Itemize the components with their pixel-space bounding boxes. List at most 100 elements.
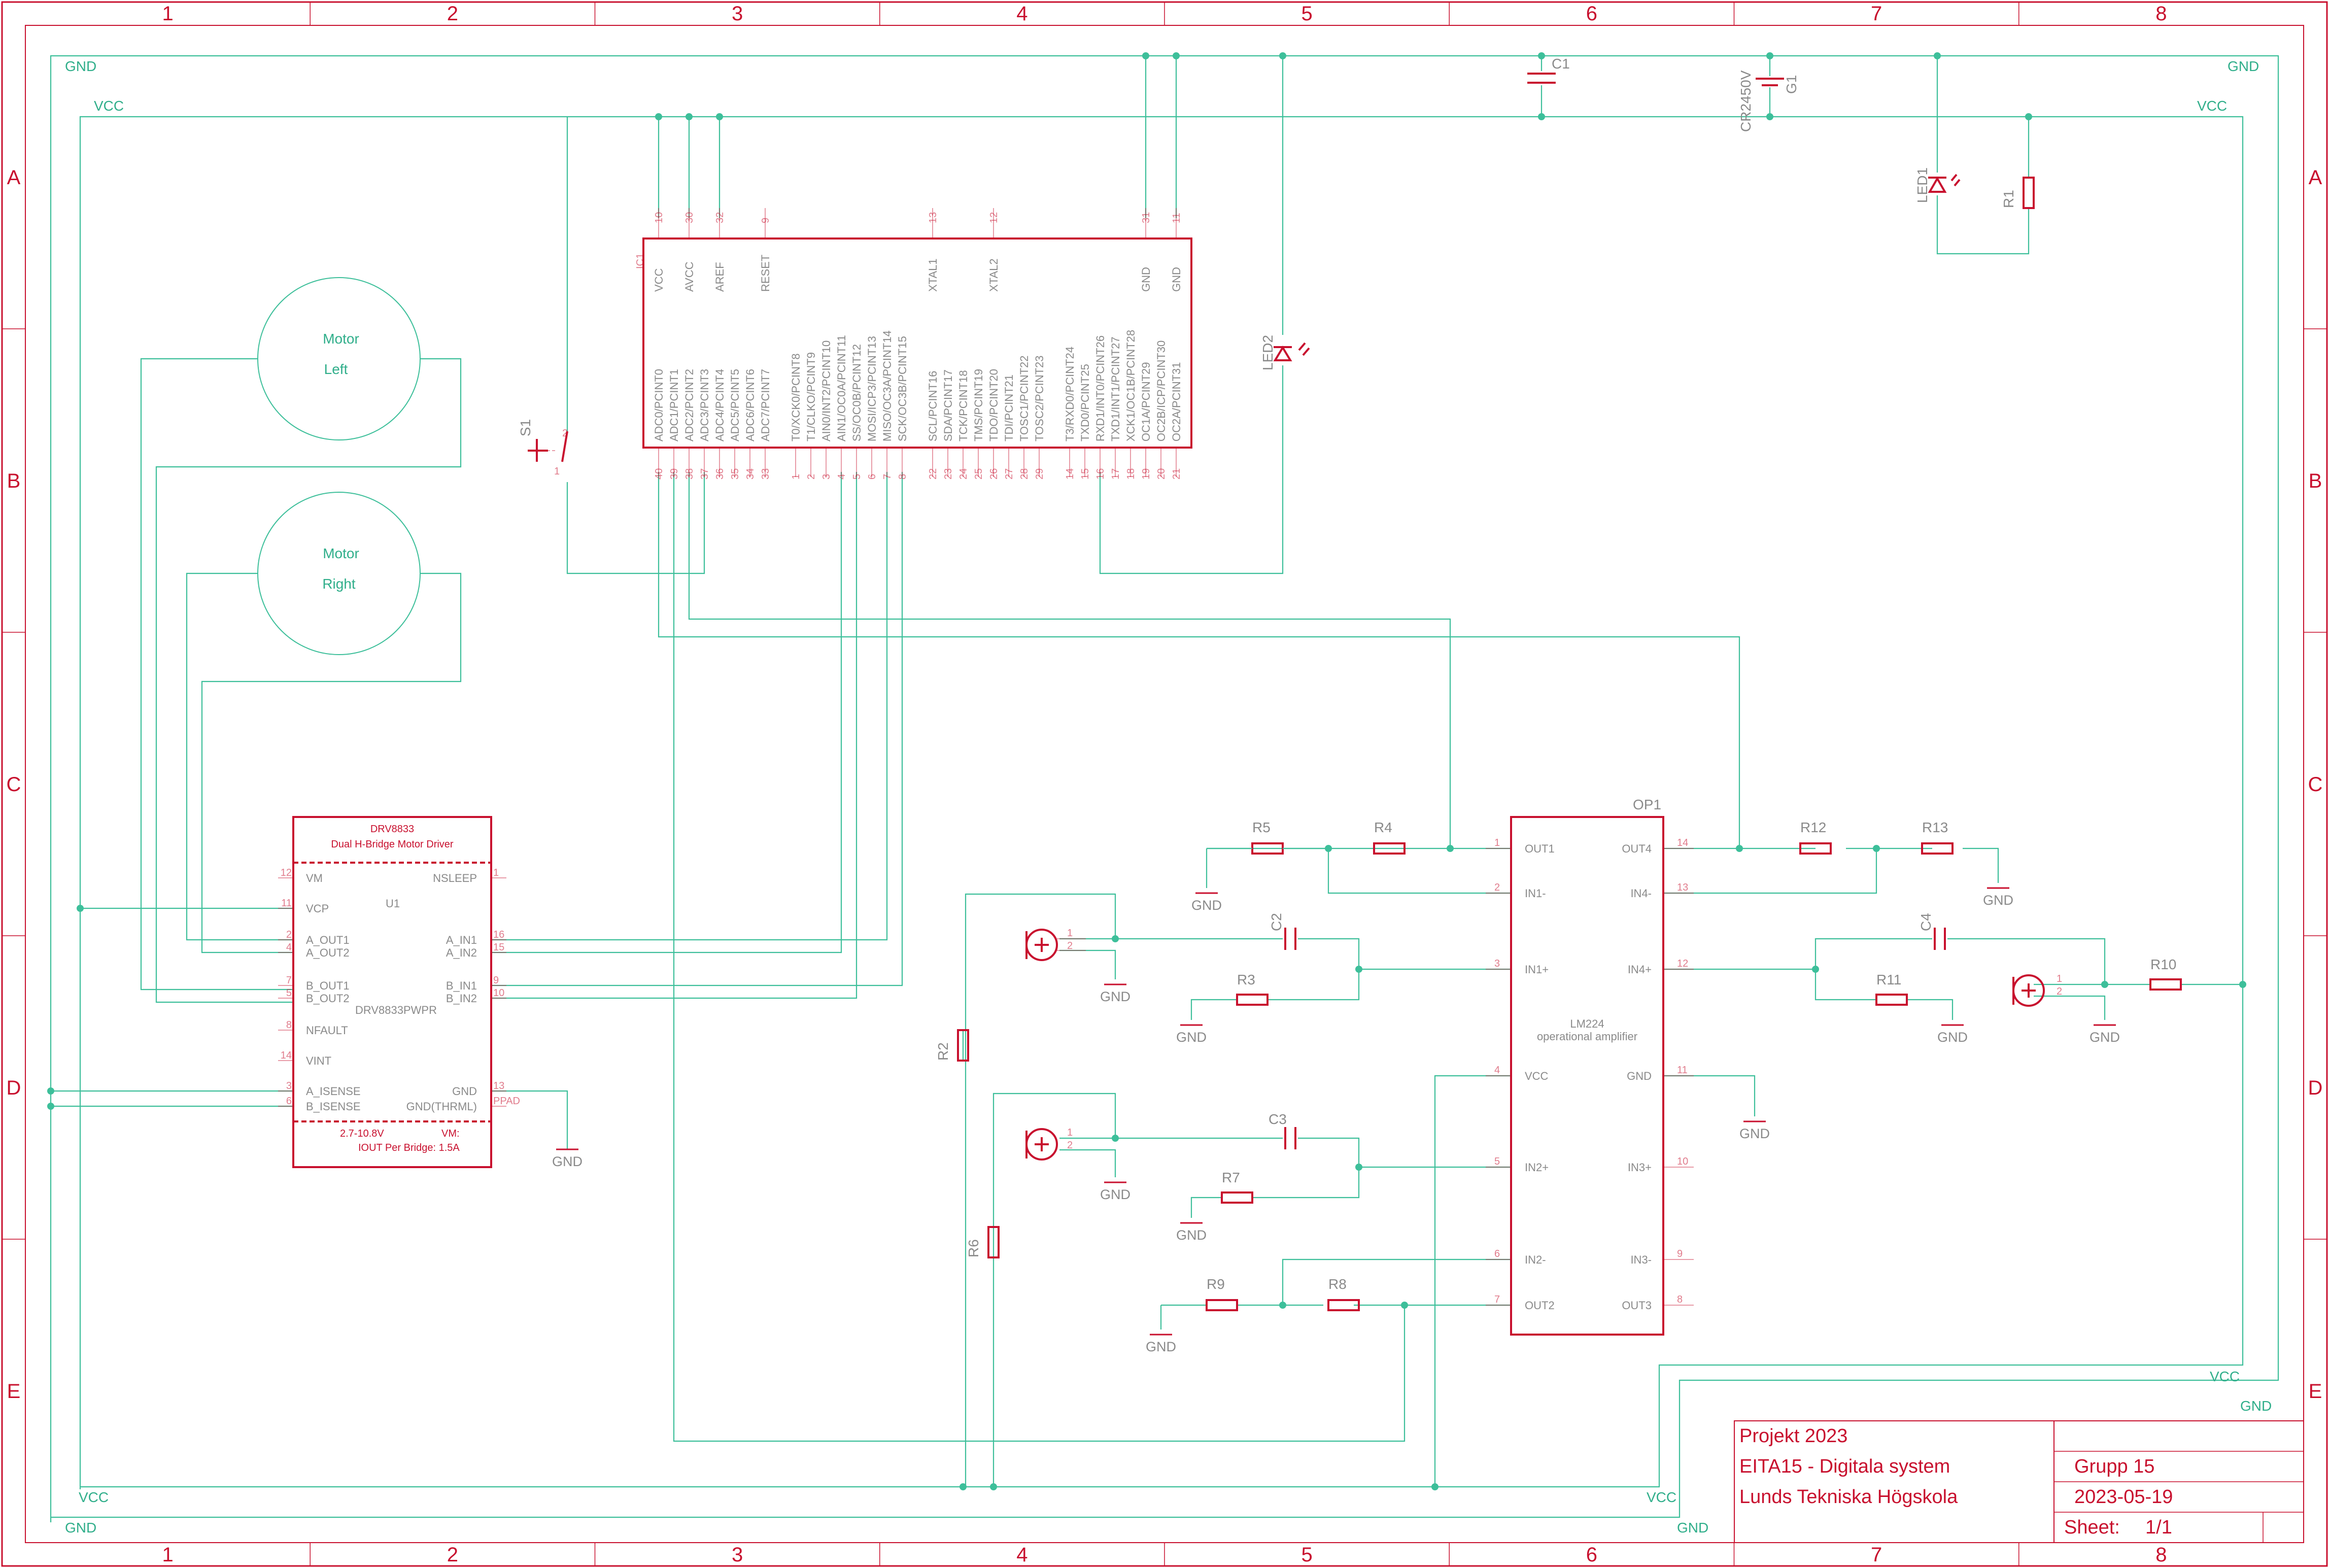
drv-pin-label: B_ISENSE <box>306 1100 361 1113</box>
r5-name: R5 <box>1252 820 1271 835</box>
r1-name: R1 <box>2001 190 2016 208</box>
drv-pin-number: 3 <box>286 1080 292 1092</box>
ground-label: GND <box>1100 989 1131 1004</box>
mcu-pin-label: TOSC2/PCINT23 <box>1033 355 1046 441</box>
motor-left-label2: Left <box>324 361 348 377</box>
g1-value: CR2450V <box>1738 70 1754 132</box>
column-label: 5 <box>1302 3 1313 25</box>
motor-driver-drv8833: DRV8833 Dual H-Bridge Motor Driver U1 DR… <box>278 816 520 1168</box>
mcu-pin-label: GND <box>1140 267 1152 292</box>
r2-name: R2 <box>935 1042 951 1061</box>
mcu-pin-number: 28 <box>1019 468 1030 480</box>
motor-right: Motor Right <box>257 492 421 655</box>
title-school: Lunds Tekniska Högskola <box>1739 1486 1958 1508</box>
mcu-pin-number: 31 <box>1141 212 1152 223</box>
opamp-pin-number: 3 <box>1494 958 1500 969</box>
drv-pin-label: GND(THRML) <box>406 1100 477 1113</box>
mcu-pin-number: 2 <box>806 474 817 480</box>
mcu-pin-number: 38 <box>684 468 695 480</box>
drv-pin-number: 10 <box>493 987 504 999</box>
mcu-pin-number: 10 <box>654 212 665 223</box>
column-label: 1 <box>162 3 174 25</box>
mcu-pin-number: 22 <box>928 468 939 480</box>
row-label: E <box>7 1380 21 1403</box>
ground-label: GND <box>1100 1187 1131 1202</box>
column-label: 3 <box>732 1544 743 1566</box>
drv-subtitle: Dual H-Bridge Motor Driver <box>331 839 454 850</box>
mcu-pin-label: TDO/PCINT20 <box>987 369 1000 441</box>
resistor-r12: R12 <box>1799 820 1832 855</box>
drv-footer-iout: IOUT Per Bridge: 1.5A <box>358 1142 460 1153</box>
drv-right-pins: 1NSLEEP16A_IN115A_IN29B_IN110B_IN213GNDP… <box>406 867 520 1113</box>
drv-pin-label: VINT <box>306 1054 331 1067</box>
microphone-2: 1 2 <box>1025 1127 1073 1161</box>
opamp-pin-number: 8 <box>1677 1294 1683 1305</box>
drv-pin-number: 16 <box>493 929 504 940</box>
mcu-pin-number: 19 <box>1141 468 1152 480</box>
resistor-r8: R8 <box>1327 1276 1360 1311</box>
r7-name: R7 <box>1222 1170 1240 1185</box>
resistor-r4: R4 <box>1373 820 1406 855</box>
row-label: D <box>7 1077 21 1099</box>
mcu-top-pins: 10VCC30AVCC32AREF9RESET13XTAL112XTAL231G… <box>653 208 1183 292</box>
mic2-pin2: 2 <box>1067 1140 1073 1151</box>
opamp-pin-number: 13 <box>1677 882 1688 893</box>
opamp-pin-label: IN2- <box>1525 1253 1546 1266</box>
opamp-pin-number: 10 <box>1677 1156 1688 1167</box>
mcu-pin-number: 3 <box>821 474 832 480</box>
drv-pin-number: 8 <box>286 1019 292 1031</box>
opamp-pin-label: IN3- <box>1630 1253 1652 1266</box>
led2-name: LED2 <box>1260 335 1276 370</box>
ground-label: GND <box>1191 898 1222 913</box>
mic3-pin1: 1 <box>2057 973 2062 984</box>
s1-pin2: 2 <box>562 428 568 439</box>
drv-value: DRV8833PWPR <box>355 1004 437 1016</box>
drv-pin-label: VCP <box>306 902 329 915</box>
opamp-pin-label: IN3+ <box>1628 1161 1652 1174</box>
mcu-pin-number: 37 <box>699 468 710 480</box>
mcu-pin-label: VCC <box>653 268 665 292</box>
column-label: 2 <box>447 1544 458 1566</box>
opamp-value: LM224 <box>1570 1017 1604 1030</box>
row-label: B <box>7 470 21 492</box>
led-led2: LED2 <box>1260 335 1310 370</box>
opamp-pin-number: 6 <box>1494 1248 1500 1259</box>
drv-pin-label: A_ISENSE <box>306 1085 361 1098</box>
microphone-1: 1 2 <box>1025 928 1086 961</box>
mcu-pin-label: AIN0/INT2/PCINT10 <box>820 340 833 441</box>
resistor-r5: R5 <box>1207 820 1328 855</box>
opamp-pin-number: 4 <box>1494 1065 1500 1076</box>
mcu-pin-number: 25 <box>973 468 984 480</box>
r13-name: R13 <box>1922 820 1948 835</box>
mic2-pin1: 1 <box>1067 1127 1073 1138</box>
opamp-pin-label: OUT4 <box>1622 842 1652 855</box>
mcu-pin-label: SS/OC0B/PCINT12 <box>850 344 863 441</box>
drv-pin-number: 5 <box>286 987 292 999</box>
mic1-pin2: 2 <box>1067 940 1073 951</box>
opamp-pin-label: OUT3 <box>1622 1299 1652 1312</box>
opamp-pin-number: 12 <box>1677 958 1688 969</box>
mcu-pin-label: OC2B/ICP/PCINT30 <box>1155 340 1168 441</box>
drv-pin-number: 13 <box>493 1080 504 1092</box>
capacitor-c2: C2 <box>1269 913 1296 950</box>
net-label-vcc: VCC <box>2210 1369 2240 1384</box>
r9-name: R9 <box>1207 1276 1225 1292</box>
row-label: E <box>2309 1380 2322 1403</box>
mcu-pin-number: 23 <box>943 468 954 480</box>
r4-name: R4 <box>1374 820 1392 835</box>
mcu-pin-number: 21 <box>1171 468 1182 480</box>
mcu-pin-label: RESET <box>759 255 772 292</box>
opamp-pin-number: 1 <box>1494 837 1500 848</box>
mcu-pin-number: 7 <box>882 474 893 480</box>
drv-pin-label: GND <box>452 1085 477 1098</box>
drv-pin-number: 7 <box>286 975 292 986</box>
column-label: 4 <box>1016 1544 1028 1566</box>
mcu-bottom-pins: 40ADC0/PCINT039ADC1/PCINT138ADC2/PCINT23… <box>653 330 1183 480</box>
row-label: A <box>2309 166 2322 189</box>
mcu-pin-label: ADC7/PCINT7 <box>759 369 772 441</box>
drv-pin-number: 1 <box>493 867 499 878</box>
